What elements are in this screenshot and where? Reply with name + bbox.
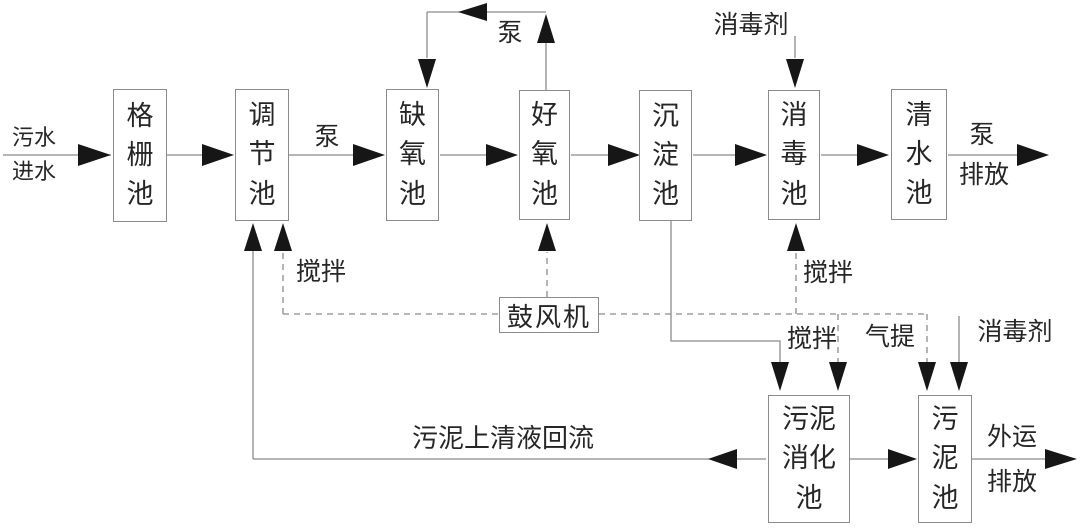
arrow-air-into-aerobic-pool	[538, 223, 556, 251]
sludge-out-label-line2: 排放	[986, 469, 1037, 496]
stir-disinfection-label: 搅拌	[802, 260, 853, 287]
sedimentation-pool-box: 沉淀池	[639, 90, 692, 221]
supernatant-return-line	[252, 250, 766, 460]
arrow-into-anoxic-pool	[353, 144, 385, 166]
blower-branch-arrowheads	[538, 223, 936, 391]
arrow-into-aerobic-pool	[486, 144, 518, 166]
supernatant-return-label: 污泥上清液回流	[411, 424, 594, 453]
arrow-into-grid-pool	[78, 144, 111, 166]
anoxic-pool-label: 缺氧池	[399, 100, 426, 209]
blower-label: 鼓风机	[506, 302, 591, 332]
grid-pool-box: 格栅池	[113, 89, 167, 222]
anoxic-pool-box: 缺氧池	[386, 89, 439, 221]
blower-box: 鼓风机	[499, 297, 599, 333]
regulation-pool-label: 调节池	[248, 100, 276, 209]
aerobic-pool-box: 好氧池	[519, 90, 570, 220]
sludge-row-arrowheads	[708, 449, 1077, 469]
pump-recycle-label: 泵	[497, 20, 523, 47]
blower-dashed-lines	[282, 250, 928, 363]
stir-digestion-label: 搅拌	[786, 326, 837, 353]
disinfection-pool-label: 消毒池	[780, 100, 808, 209]
clear-water-pool-box: 清水池	[891, 89, 947, 220]
stir-regulation-label: 搅拌	[295, 259, 346, 286]
arrow-left-recycle	[458, 3, 487, 21]
arrow-into-disinfection-pool	[735, 144, 767, 166]
arrow-return-into-regulation-pool	[244, 223, 262, 251]
arrow-into-regulation-pool	[202, 144, 234, 166]
sedimentation-pool-label: 沉淀池	[652, 100, 679, 210]
arrow-disinfectant-into-disinfection-pool	[786, 59, 804, 88]
arrow-return-left	[708, 449, 737, 469]
regulation-pool-box: 调节池	[235, 89, 289, 221]
aerobic-pool-label: 好氧池	[531, 100, 558, 209]
grid-pool-label: 格栅池	[126, 100, 154, 210]
arrow-into-sedimentation-pool	[608, 144, 640, 166]
disinfectant-top-label: 消毒剂	[713, 12, 789, 39]
arrow-down-into-anoxic	[418, 59, 436, 88]
arrow-sludge-into-digestion-pool	[771, 362, 789, 391]
arrow-stir-into-regulation-pool	[274, 223, 292, 251]
arrow-disinfectant-into-sludge-pool	[950, 362, 968, 391]
recycle-arrowheads	[418, 3, 555, 88]
inflow-label-line1: 污水	[11, 125, 56, 150]
disinfection-pool-box: 消毒池	[768, 90, 820, 220]
pump-transfer-label: 泵	[314, 124, 340, 151]
sludge-out-label-line1: 外运	[986, 424, 1037, 451]
arrow-sludge-out	[1045, 449, 1077, 469]
air-lift-label: 气提	[864, 324, 915, 351]
arrow-into-sludge-pool	[888, 449, 917, 469]
arrow-up-from-aerobic	[537, 14, 555, 43]
arrow-final-discharge	[1017, 144, 1049, 166]
clear-water-pool-label: 清水池	[905, 99, 933, 209]
inflow-label-line2: 进水	[11, 159, 56, 184]
sludge-pool-label: 污泥池	[931, 404, 959, 513]
sludge-digestion-pool-label: 污泥消化池	[782, 404, 836, 513]
arrow-airlift-into-sludge-pool	[918, 362, 936, 391]
outflow-pump-label: 泵	[969, 122, 995, 149]
sludge-pool-box: 污泥池	[918, 395, 972, 523]
sedimentation-to-digestion-line	[670, 221, 781, 363]
arrow-into-clear-water-pool	[857, 144, 889, 166]
arrow-stir-into-disinfection-pool	[787, 223, 805, 251]
disinfectant-sludge-label: 消毒剂	[977, 319, 1053, 346]
arrow-stir-into-digestion-pool	[829, 362, 847, 391]
flow-arrowheads	[78, 144, 1049, 166]
outflow-discharge-label: 排放	[958, 162, 1009, 189]
regulation-bottom-arrowheads	[244, 223, 292, 251]
sludge-digestion-pool-box: 污泥消化池	[768, 395, 850, 523]
